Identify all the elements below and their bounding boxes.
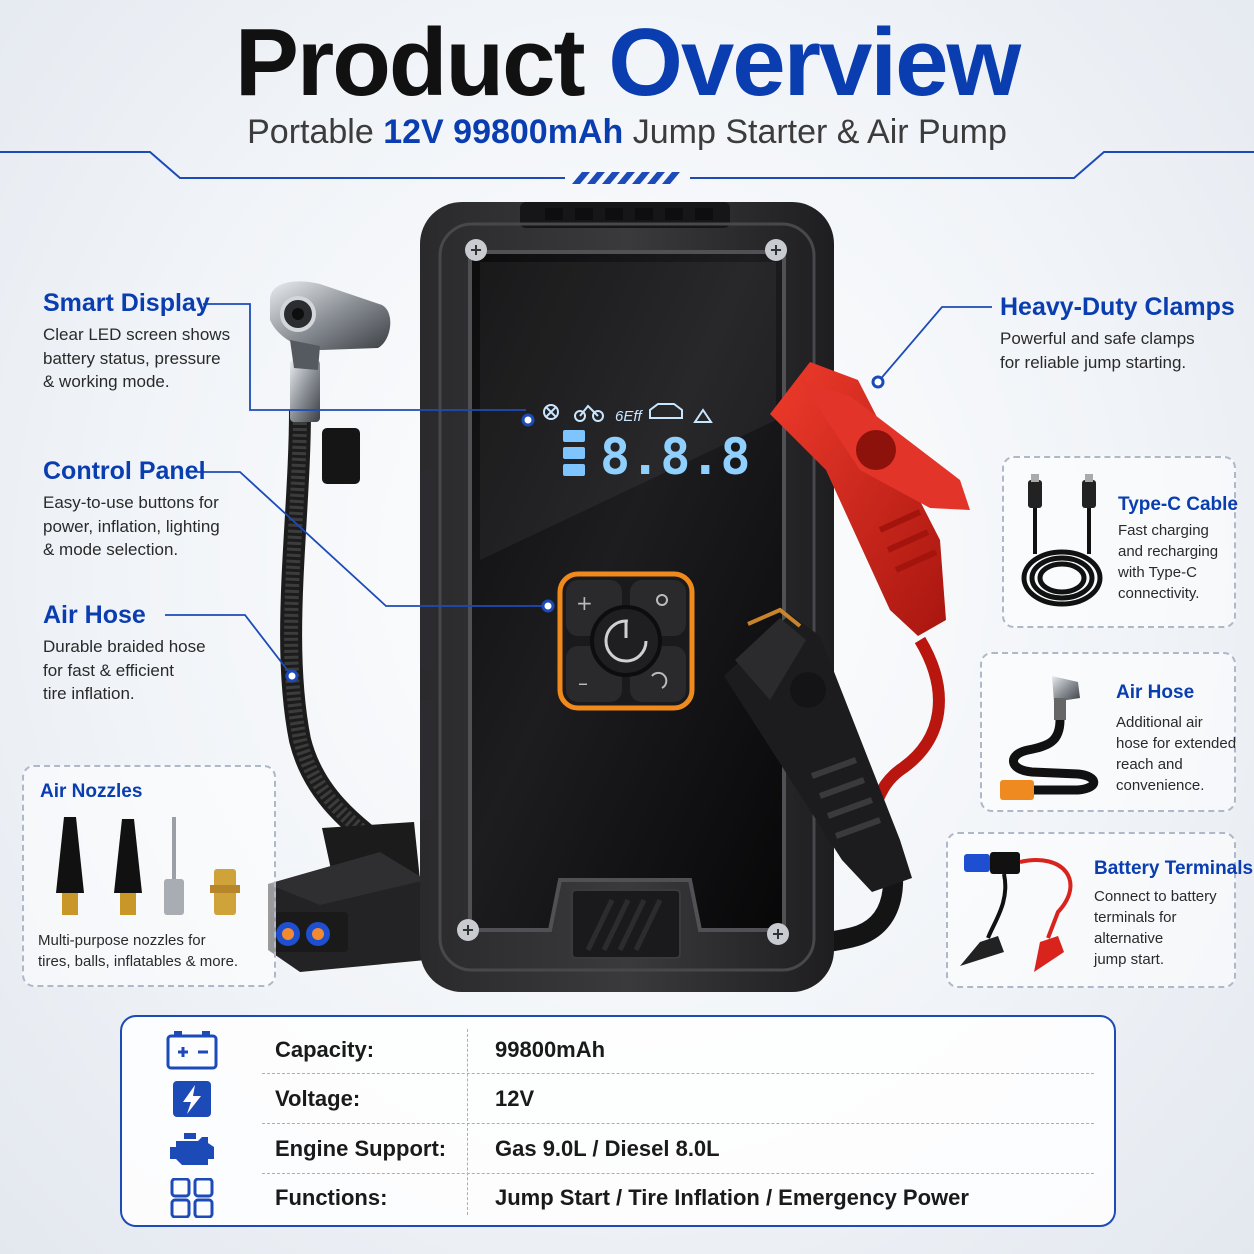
spec-column-divider xyxy=(467,1029,468,1215)
type-c-line-2: and recharging xyxy=(1118,543,1219,560)
clamps-line-2: for reliable jump starting. xyxy=(1000,352,1187,372)
hose-connector xyxy=(268,822,426,972)
air-hose-title: Air Hose xyxy=(43,601,146,629)
air-hose-line-2: for fast & efficient xyxy=(43,660,175,680)
air-hose-line-3: tire inflation. xyxy=(43,684,135,703)
spec-row-voltage: Voltage: 12V xyxy=(122,1074,1114,1124)
smart-display-line-2: battery status, pressure xyxy=(43,348,221,368)
row-divider xyxy=(262,1123,1094,1124)
type-c-cable-icon xyxy=(1021,474,1103,607)
led-display: 6Eff 8.8.8 xyxy=(543,403,751,486)
fan-icon xyxy=(543,404,559,420)
clamps-title: Heavy-Duty Clamps xyxy=(1000,293,1235,321)
engine-icon xyxy=(170,1133,214,1165)
display-readout: 8.8.8 xyxy=(600,428,751,486)
title-product: Product xyxy=(234,9,586,116)
air-nozzles-line-2: tires, balls, inflatables & more. xyxy=(38,953,239,970)
svg-text:+: + xyxy=(576,591,593,615)
type-c-title: Type-C Cable xyxy=(1118,494,1239,515)
spec-value: Gas 9.0L / Diesel 8.0L xyxy=(495,1136,720,1161)
battery-terminals-icon xyxy=(960,852,1073,972)
page-title: Product Overview xyxy=(0,8,1254,118)
card-type-c-cable: Type-C Cable Fast charging and rechargin… xyxy=(1002,456,1239,628)
spec-label: Engine Support: xyxy=(275,1136,447,1161)
battery-terminals-line-1: Connect to battery xyxy=(1094,888,1217,905)
spec-value: 12V xyxy=(495,1086,535,1111)
air-hose-line-1: Durable braided hose xyxy=(43,637,206,656)
air-hose-accessory-icon xyxy=(1000,676,1099,800)
black-clamp xyxy=(724,607,912,892)
red-clamp xyxy=(770,362,970,636)
mode-text: 6Eff xyxy=(615,408,644,425)
air-hose-accessory-line-2: hose for extended xyxy=(1116,735,1237,752)
battery-terminals-line-2: terminals for xyxy=(1094,909,1177,926)
air-hose-accessory-line-3: reach and xyxy=(1116,756,1183,773)
smart-display-title: Smart Display xyxy=(43,289,210,317)
air-hose-accessory-title: Air Hose xyxy=(1116,682,1195,703)
smart-display-line-1: Clear LED screen shows xyxy=(43,325,231,344)
type-c-line-4: connectivity. xyxy=(1118,585,1200,602)
control-panel-title: Control Panel xyxy=(43,457,206,485)
car-icon xyxy=(649,403,683,419)
row-divider xyxy=(262,1073,1094,1074)
nozzles-icon xyxy=(56,817,240,915)
card-battery-terminals: Battery Terminals Connect to battery ter… xyxy=(946,832,1253,988)
grid-icon xyxy=(170,1178,214,1218)
air-nozzles-line-1: Multi-purpose nozzles for xyxy=(38,932,206,949)
air-hose-accessory-line-4: convenience. xyxy=(1116,777,1205,794)
smart-display-line-3: & working mode. xyxy=(43,372,170,391)
leader-dots xyxy=(285,375,885,683)
spec-label: Capacity: xyxy=(275,1037,375,1062)
subtitle-voltage: 12V xyxy=(383,113,444,151)
air-nozzles-title: Air Nozzles xyxy=(40,781,143,802)
air-hose-accessory-line-1: Additional air xyxy=(1116,714,1203,731)
callout-control-panel: Control Panel Easy-to-use buttons for po… xyxy=(43,456,220,562)
leader-lines xyxy=(165,303,992,677)
control-panel-line-3: & mode selection. xyxy=(43,540,179,559)
callout-heavy-duty-clamps: Heavy-Duty Clamps Powerful and safe clam… xyxy=(1000,292,1235,374)
spec-row-engine-support: Engine Support: Gas 9.0L / Diesel 8.0L xyxy=(122,1124,1114,1174)
subtitle-capacity: 99800mAh xyxy=(453,113,624,151)
control-panel-line-1: Easy-to-use buttons for xyxy=(43,493,219,512)
svg-text:–: – xyxy=(578,671,588,695)
warning-icon xyxy=(693,408,713,423)
spec-label: Functions: xyxy=(275,1185,388,1210)
header-divider xyxy=(0,151,1254,184)
title-overview: Overview xyxy=(608,9,1021,116)
callout-smart-display: Smart Display Clear LED screen shows bat… xyxy=(43,288,230,394)
body-screws xyxy=(457,239,789,945)
clamps-line-1: Powerful and safe clamps xyxy=(1000,329,1195,348)
control-panel-line-2: power, inflation, lighting xyxy=(43,516,220,536)
card-air-nozzles: Air Nozzles Multi-purpose nozzles for ti… xyxy=(22,765,276,987)
subtitle-suffix: Jump Starter & Air Pump xyxy=(632,113,1007,151)
page-subtitle: Portable 12V 99800mAh Jump Starter & Air… xyxy=(0,112,1254,152)
bicycle-icon xyxy=(574,404,604,422)
callout-air-hose: Air Hose Durable braided hose for fast &… xyxy=(43,600,206,706)
spec-row-functions: Functions: Jump Start / Tire Inflation /… xyxy=(122,1173,1114,1223)
battery-icon xyxy=(166,1031,218,1070)
subtitle-prefix: Portable xyxy=(247,113,374,151)
control-pad: + – xyxy=(557,571,695,711)
spec-value: Jump Start / Tire Inflation / Emergency … xyxy=(495,1185,969,1210)
red-clamp-cable xyxy=(865,636,945,816)
spec-table: Capacity: 99800mAh Voltage: 12V Engine S… xyxy=(120,1015,1116,1227)
spec-row-capacity: Capacity: 99800mAh xyxy=(122,1025,1114,1075)
row-divider xyxy=(262,1173,1094,1174)
card-air-hose-accessory: Air Hose Additional air hose for extende… xyxy=(980,652,1236,812)
battery-terminals-line-3: alternative xyxy=(1094,930,1164,947)
type-c-line-1: Fast charging xyxy=(1118,522,1209,539)
air-hose xyxy=(270,281,407,869)
type-c-line-3: with Type-C xyxy=(1118,564,1197,581)
battery-terminals-title: Battery Terminals xyxy=(1094,858,1254,879)
spec-label: Voltage: xyxy=(275,1086,361,1111)
battery-terminals-line-4: jump start. xyxy=(1094,951,1165,968)
lightning-icon xyxy=(173,1081,211,1117)
spec-value: 99800mAh xyxy=(495,1037,606,1062)
